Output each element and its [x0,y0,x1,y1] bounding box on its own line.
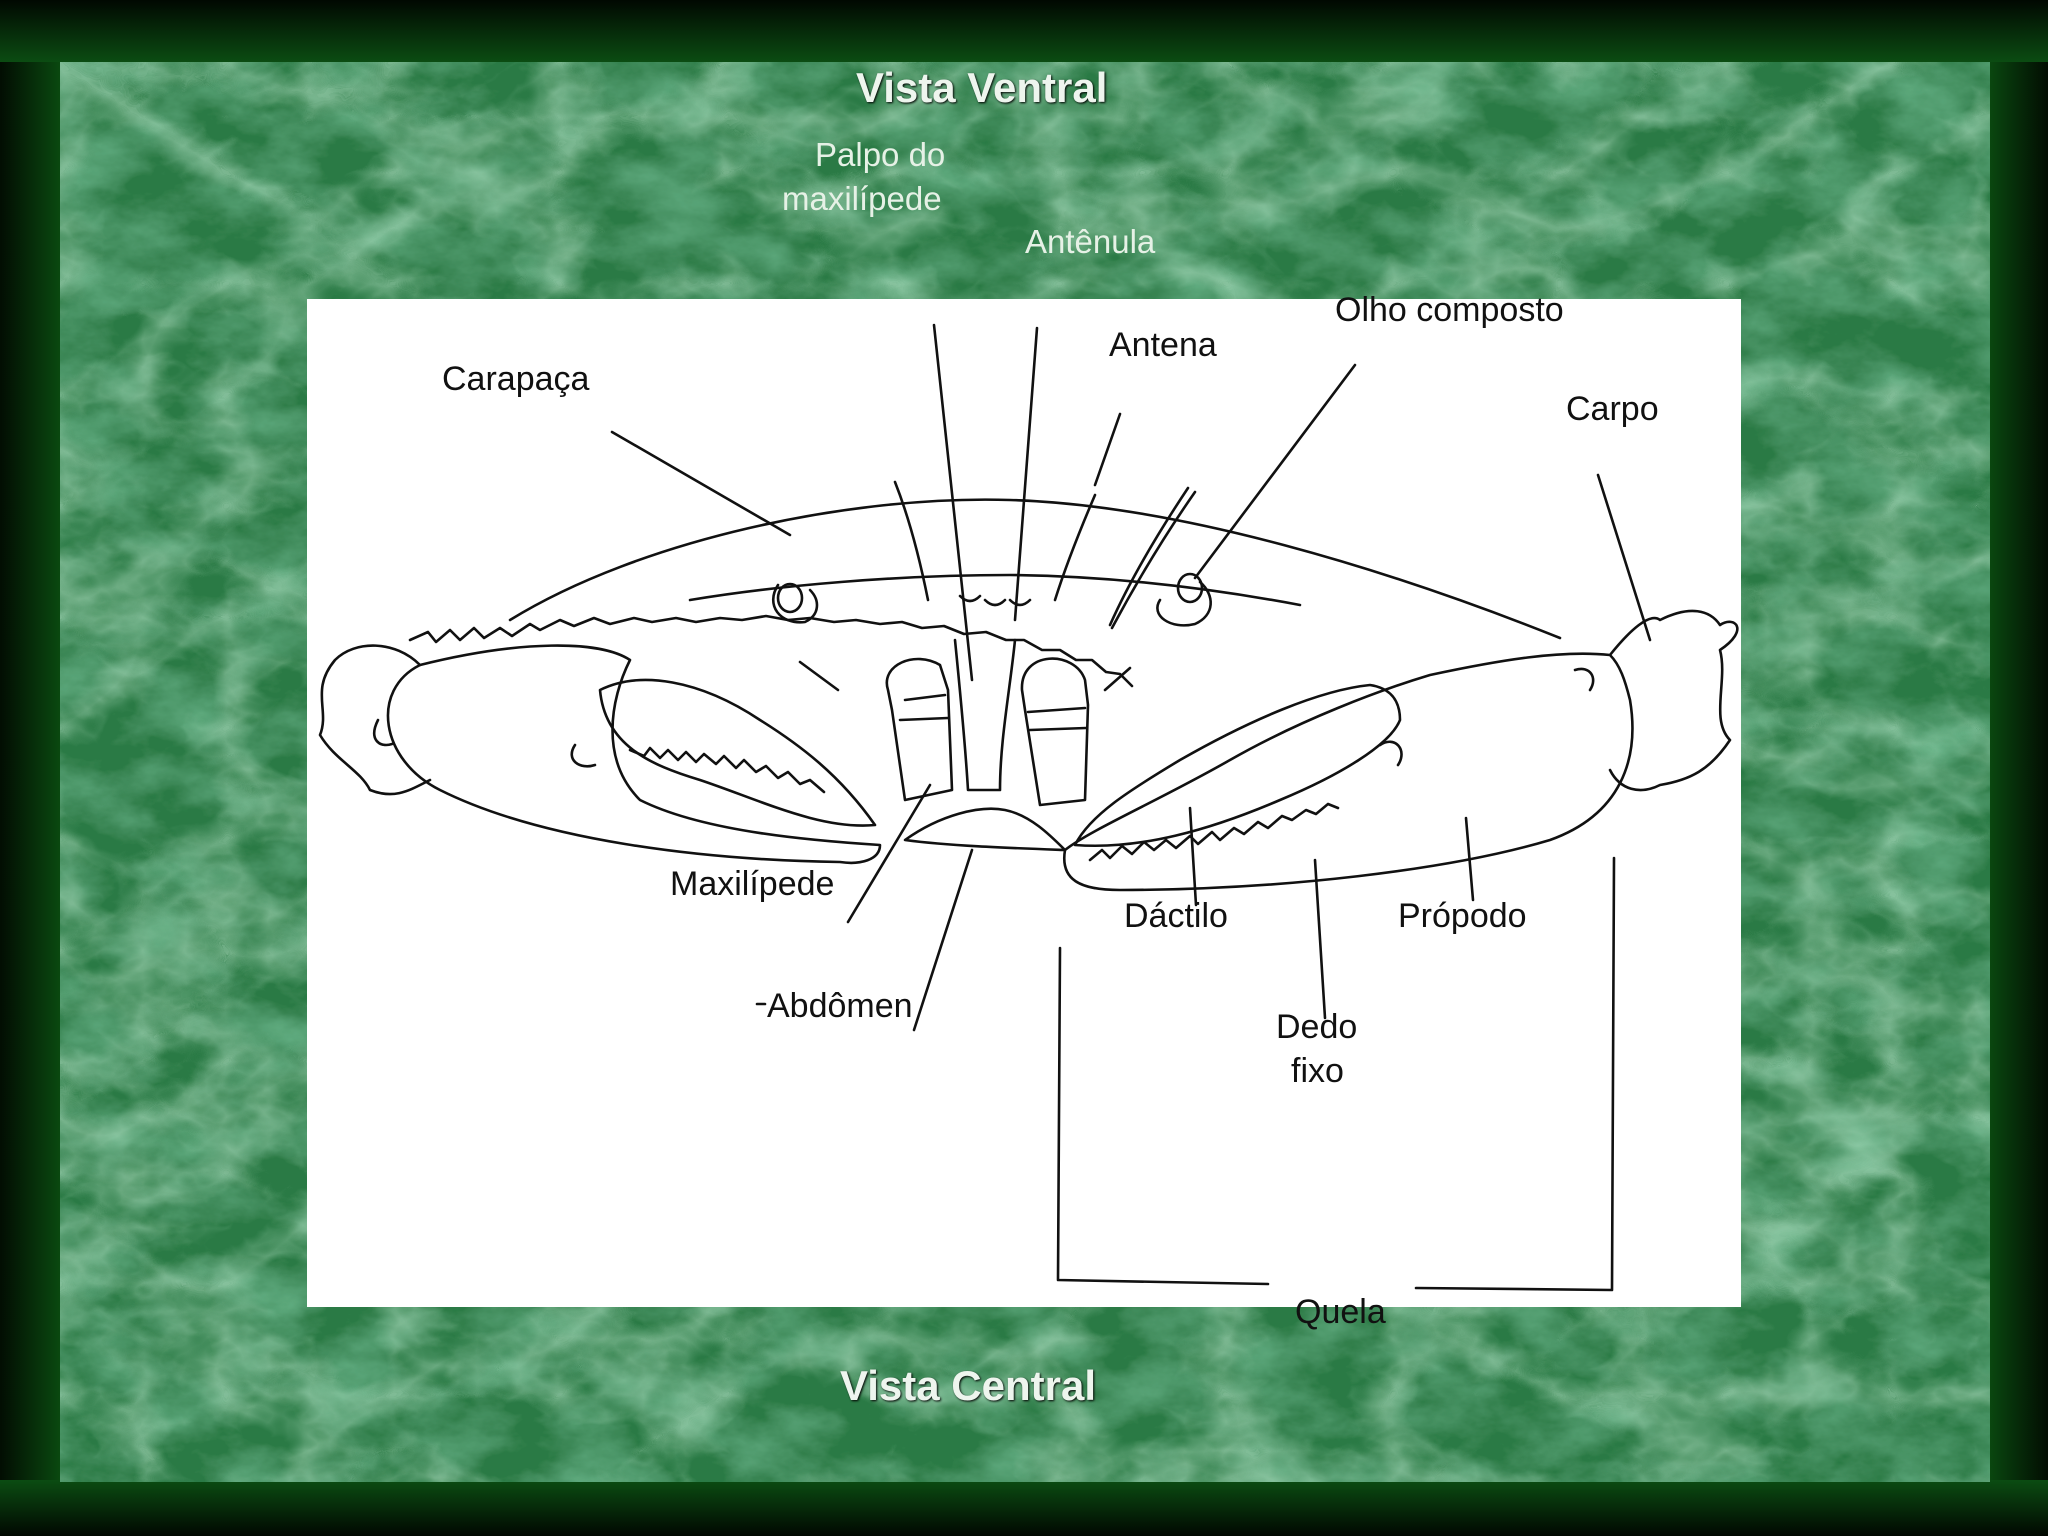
label-propodo: Própodo [1398,897,1527,935]
label-quela: Quela [1295,1293,1386,1331]
label-carpo: Carpo [1566,390,1659,428]
left-maxilliped [885,657,954,802]
label-antena: Antena [1109,326,1217,364]
left-eye [776,582,804,614]
pointer-abdomen [912,848,974,1032]
frame-bottom-edge [0,1480,2048,1536]
label-abdomen: Abdômen [767,987,913,1025]
frame-top-edge [0,0,2048,62]
pointer-maxilipede [846,783,932,924]
right-antenna [1053,493,1097,602]
right-claw-dactyl [1073,683,1402,848]
label-dedo-line1: Dedo [1276,1008,1358,1046]
label-antenula: Antênula [1025,223,1156,260]
left-claw-propodus [386,644,882,865]
label-olho-composto: Olho composto [1335,291,1564,329]
label-dactilo: Dáctilo [1124,897,1228,935]
pointer-olho [1193,363,1357,580]
right-maxilliped [1020,657,1090,807]
pointer-dedo [1313,858,1327,1020]
quela-bracket [1056,856,1616,1292]
carapace-front-margin [408,614,1134,688]
left-carpus [318,644,432,796]
right-eye [1176,572,1204,604]
drawing-panel [307,299,1741,1307]
label-maxilipede: Maxilípede [670,865,835,903]
pointer-propodo [1464,816,1475,902]
abdomen-shape [903,807,1067,852]
label-dedo-line2: fixo [1291,1052,1344,1090]
pointer-dactilo [1188,806,1198,907]
right-carpus [1608,609,1739,792]
title-vista-ventral: Vista Ventral [856,64,1108,111]
title-vista-central: Vista Central [840,1362,1096,1409]
pointer-palpo [932,323,974,682]
pointer-carapaca [610,430,792,537]
carapace-outline [508,498,1562,640]
label-palpo-line1: Palpo do [815,136,946,173]
pointer-antenula [1013,326,1039,622]
left-claw-dactyl [598,678,877,827]
left-antenna [893,480,930,602]
pointer-carpo [1596,473,1652,642]
label-palpo-line2: maxilípede [782,180,942,217]
pointer-antena [1093,412,1122,487]
right-claw-propodus [1062,652,1634,892]
label-carapaca: Carapaça [442,360,590,398]
